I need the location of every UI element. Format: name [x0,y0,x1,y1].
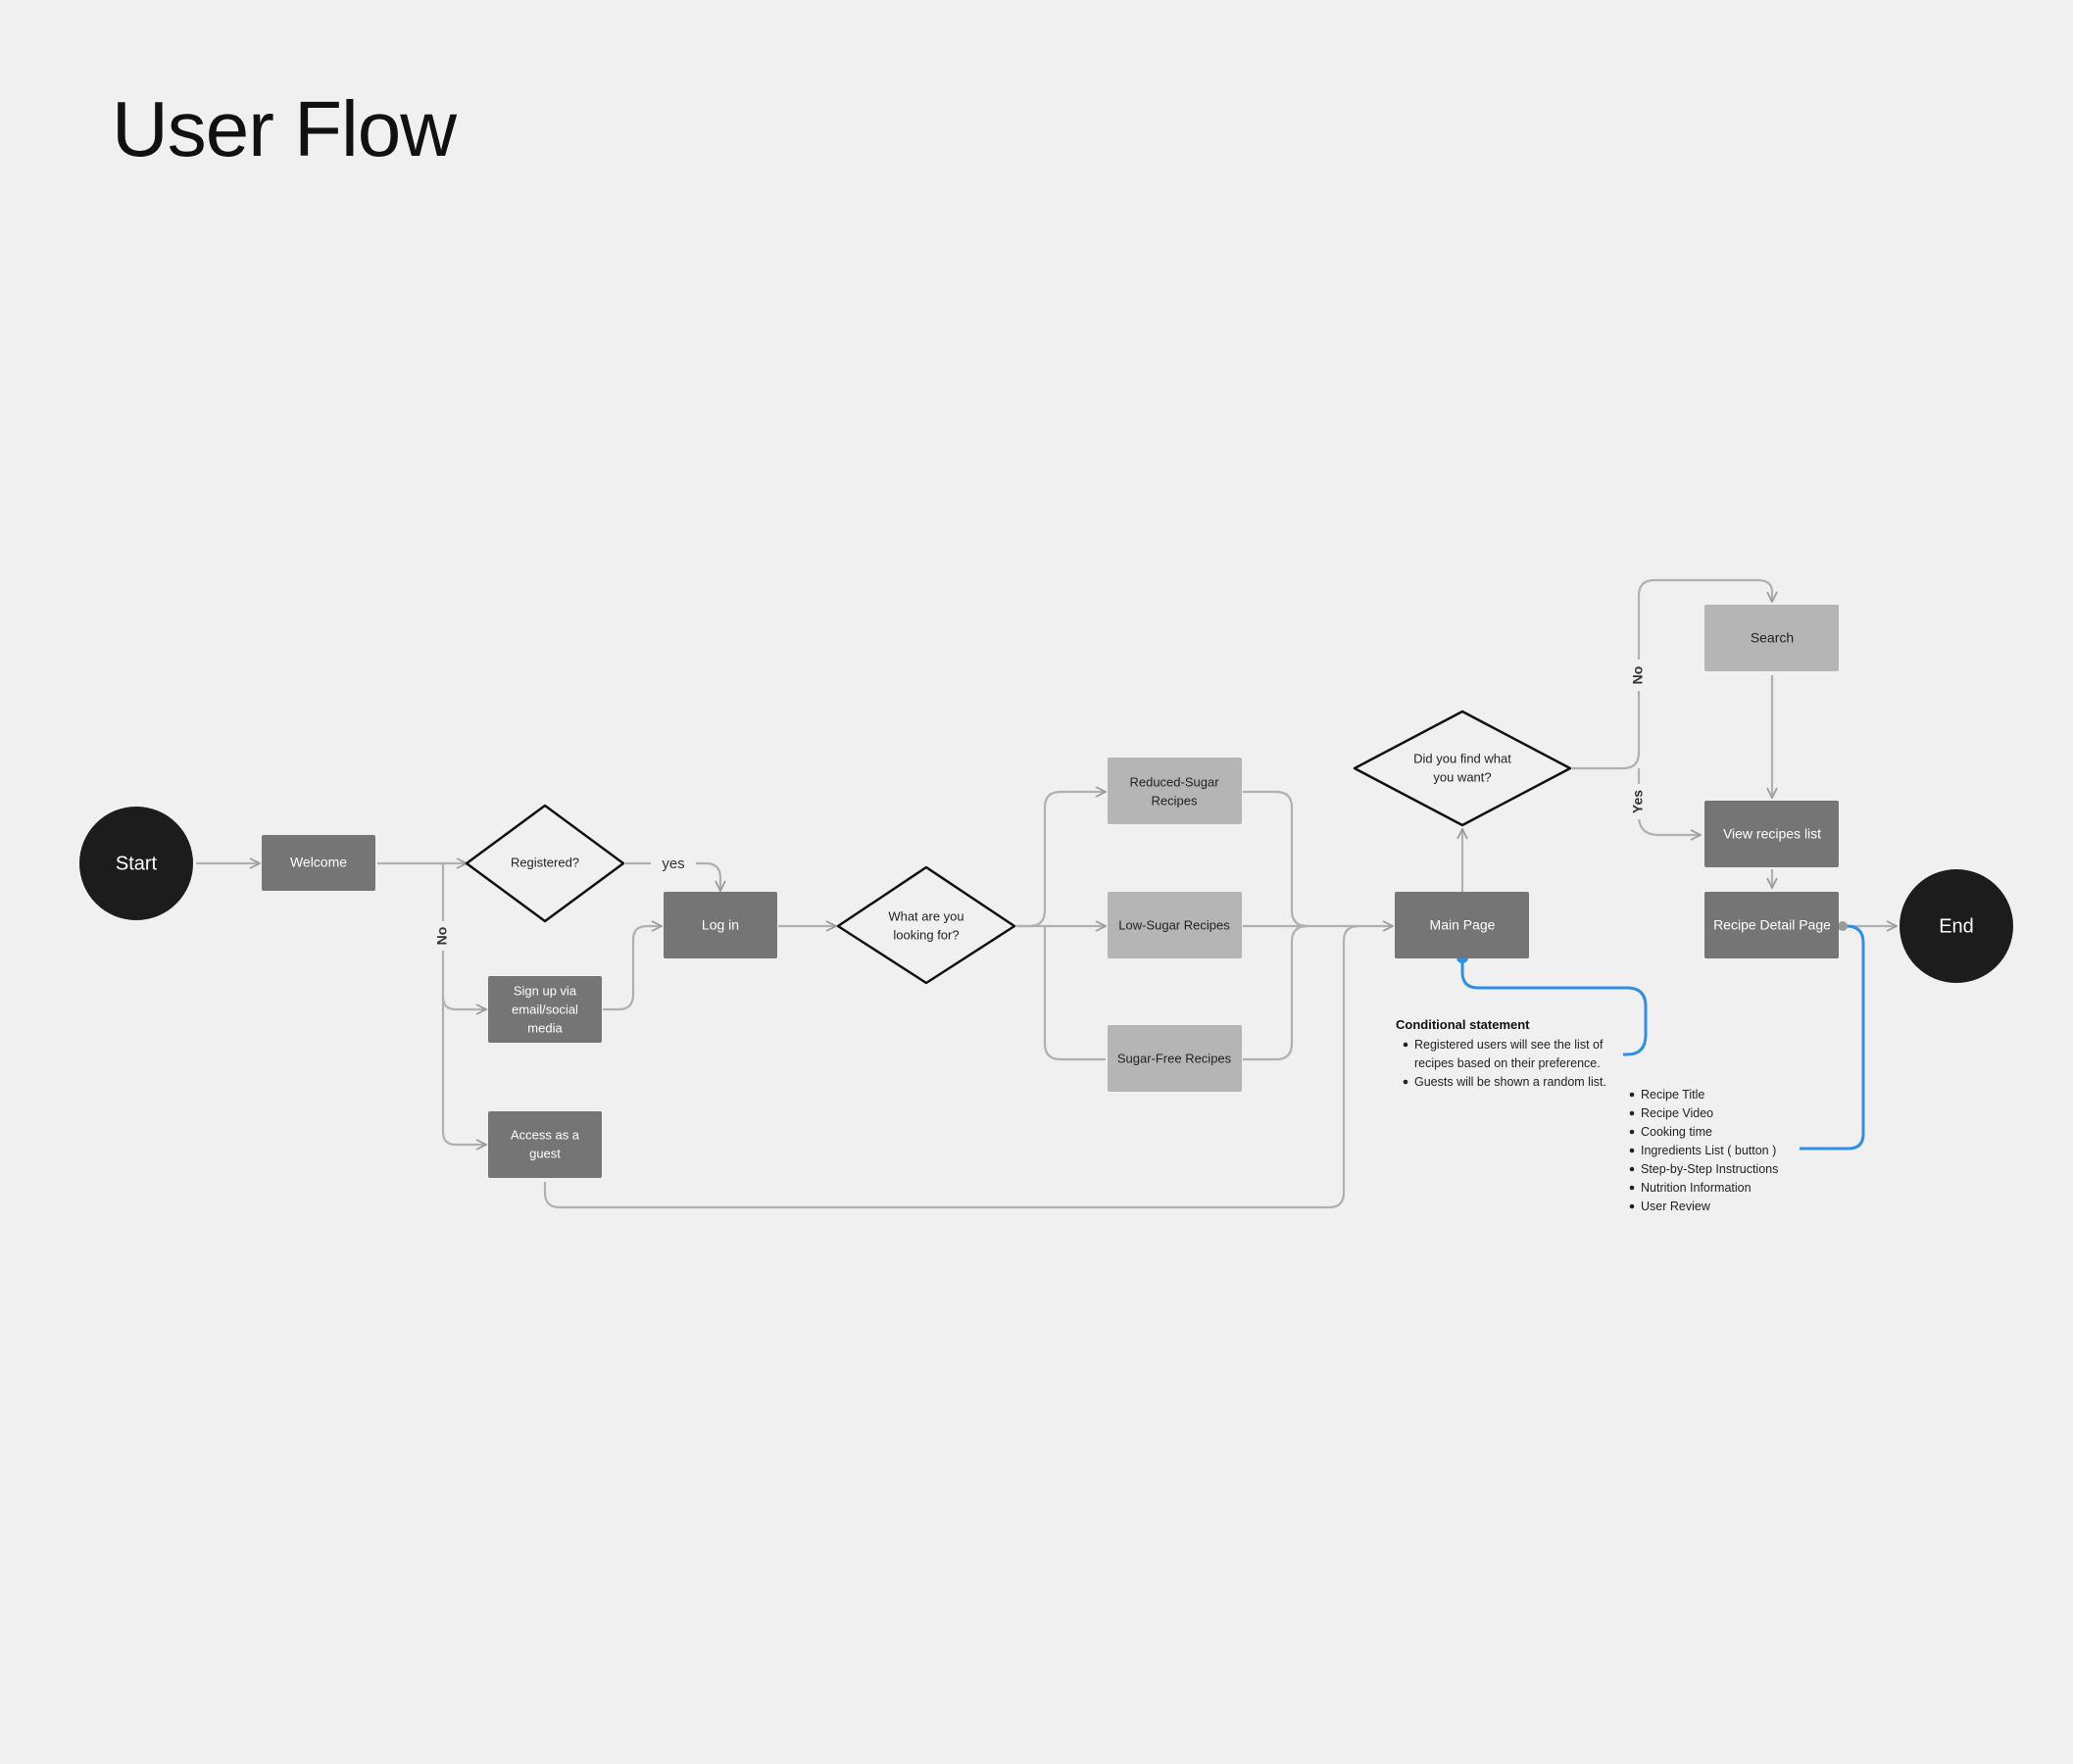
node-main-page-label: Main Page [1430,917,1496,933]
detail-list-item: Step-by-Step Instructions [1641,1162,1778,1176]
node-main-page: Main Page [1395,892,1529,958]
node-welcome-label: Welcome [290,855,347,870]
detail-list-item: Cooking time [1641,1125,1712,1139]
connector-registered-login-curve [696,861,720,891]
node-reduced-sugar: Reduced-Sugar Recipes [1108,758,1242,824]
node-reduced-sugar-line-2: Recipes [1152,793,1198,808]
edge-labels: yes No No Yes [431,660,1651,951]
node-search: Search [1704,605,1839,671]
node-low-sugar: Low-Sugar Recipes [1108,892,1242,958]
connector-lookingfor-reduced [1016,792,1106,928]
node-end-label: End [1939,915,1974,937]
node-guest-line-2: guest [529,1146,561,1160]
node-login-label: Log in [702,917,739,933]
conditional-note-lines: Registered users will see the list of rec… [1403,1038,1606,1089]
connector-reduced-main [1243,790,1308,928]
conditional-bullet [1403,1079,1408,1085]
node-recipe-detail-label: Recipe Detail Page [1713,917,1831,933]
highlight-connectors [1456,921,1865,1151]
connector-welcome-guest [441,997,486,1145]
highlight-detail-list [1800,924,1865,1151]
detail-bullet [1629,1203,1635,1209]
node-looking-for-line-1: What are you [888,908,963,923]
node-recipe-detail: Recipe Detail Page [1704,892,1839,958]
node-registered-label: Registered? [511,855,579,869]
node-view-list-label: View recipes list [1723,826,1821,842]
node-registered: Registered? [465,804,625,923]
node-end: End [1900,869,2013,983]
node-view-list: View recipes list [1704,801,1839,867]
node-looking-for: What are you looking for? [836,865,1016,985]
edge-label-no-find: No [1630,666,1646,685]
node-guest-line-1: Access as a [511,1127,580,1142]
node-find-what: Did you find what you want? [1353,710,1572,827]
edge-label-yes-find: Yes [1630,790,1646,813]
edge-label-yes: yes [662,856,684,872]
node-login: Log in [664,892,777,958]
highlight-main-note [1460,957,1648,1056]
connector-signup-login [603,926,662,1011]
node-looking-for-line-2: looking for? [893,927,959,942]
detail-list-item: Recipe Title [1641,1088,1704,1102]
node-low-sugar-label: Low-Sugar Recipes [1118,917,1230,932]
connectors [196,578,1897,1209]
node-signup-line-1: Sign up via [514,983,577,998]
node-find-what-line-2: you want? [1433,769,1491,784]
node-search-label: Search [1751,630,1794,646]
conditional-note-line: Guests will be shown a random list. [1414,1075,1606,1089]
detail-list-item: Ingredients List ( button ) [1641,1144,1776,1157]
detail-bullet [1629,1110,1635,1116]
detail-bullet [1629,1148,1635,1153]
node-start: Start [79,807,193,920]
conditional-bullet [1403,1042,1408,1048]
node-sugar-free: Sugar-Free Recipes [1108,1025,1242,1092]
connector-find-search [1572,578,1772,770]
node-reduced-sugar-line-1: Reduced-Sugar [1129,774,1219,789]
detail-list-item: Recipe Video [1641,1106,1713,1120]
connector-free-main [1243,924,1308,1061]
connector-guest-main [543,924,1359,1209]
node-guest: Access as a guest [488,1111,602,1178]
conditional-note-title: Conditional statement [1396,1017,1530,1032]
detail-bullet [1629,1166,1635,1172]
node-signup: Sign up via email/social media [488,976,602,1043]
conditional-note-line: recipes based on their preference. [1414,1056,1601,1070]
detail-bullet [1629,1185,1635,1191]
node-sugar-free-label: Sugar-Free Recipes [1117,1051,1232,1065]
node-signup-line-3: media [527,1020,563,1035]
detail-list-item: User Review [1641,1200,1711,1213]
detail-anchor-dot [1838,921,1848,931]
conditional-note: Conditional statement Registered users w… [1396,1017,1606,1089]
node-find-what-line-1: Did you find what [1413,751,1511,765]
node-start-label: Start [116,853,158,874]
conditional-note-line: Registered users will see the list of [1414,1038,1604,1052]
detail-bullet [1629,1092,1635,1098]
page-title: User Flow [112,85,457,172]
node-signup-line-2: email/social [512,1002,578,1016]
detail-bullet [1629,1129,1635,1135]
connector-lookingfor-free [1043,926,1106,1061]
node-welcome: Welcome [262,835,375,891]
edge-label-no-registered: No [434,927,450,946]
detail-list-item: Nutrition Information [1641,1181,1752,1195]
